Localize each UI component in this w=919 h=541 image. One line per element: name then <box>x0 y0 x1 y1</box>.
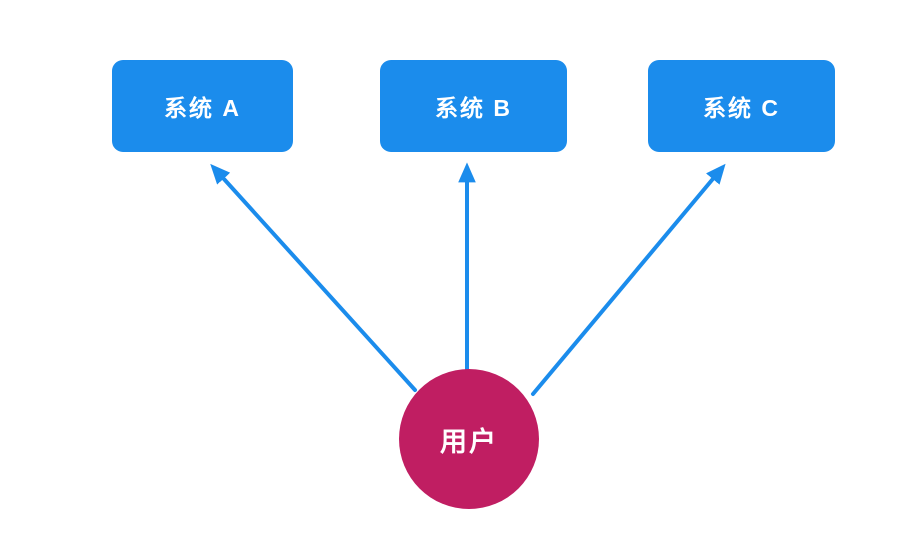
node-system-b: 系统 B <box>380 60 567 152</box>
node-system-a: 系统 A <box>112 60 293 152</box>
node-user-label: 用户 <box>440 426 498 457</box>
node-system-b-label: 系统 B <box>435 95 512 121</box>
node-system-a-label: 系统 A <box>164 95 241 121</box>
node-system-c: 系统 C <box>648 60 835 152</box>
node-system-c-label: 系统 C <box>703 95 780 121</box>
node-user: 用户 <box>399 369 539 509</box>
edge-user-to-system-a <box>210 163 417 392</box>
edge-user-to-system-c <box>531 163 726 396</box>
